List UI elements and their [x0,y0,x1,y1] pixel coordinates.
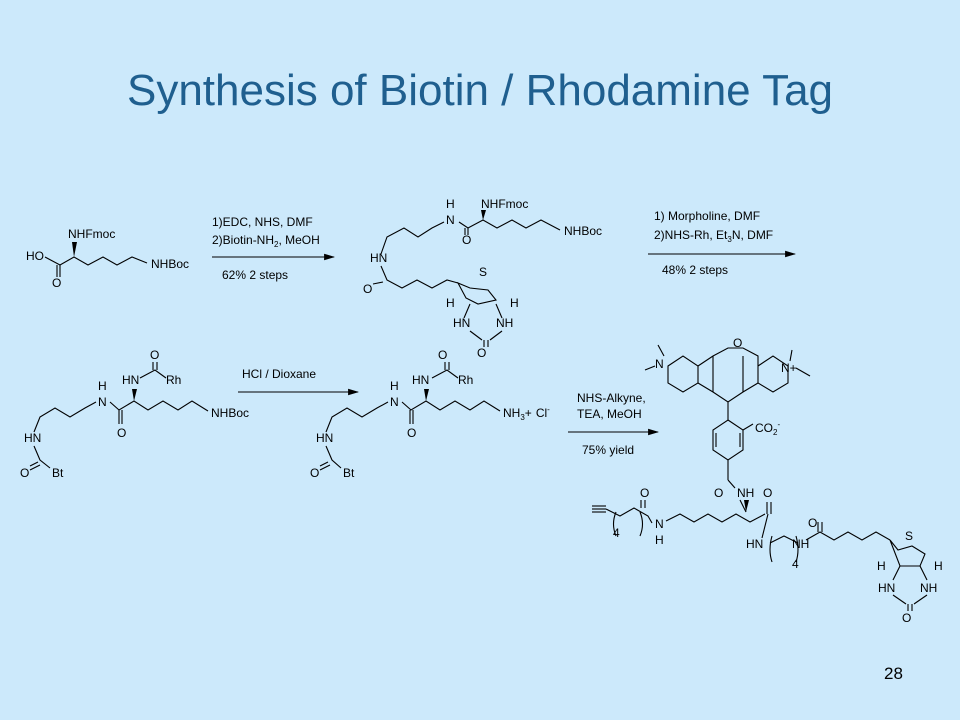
label-n-4: N [655,357,664,371]
label-subscript-4: 4 [613,526,620,540]
label-hn-4: HN [24,431,41,445]
label-o-10: O [310,466,319,480]
compound-final-tag: N O N+ CO2- O NH O N H O HN NH 4 4 [592,336,943,625]
label-n: N [446,213,455,227]
step2-condition-2: 2)NHS-Rh, Et3N, DMF [654,228,773,244]
label-o-3: O [363,282,372,296]
label-subscript-4-2: 4 [792,557,799,571]
label-n-5: N [655,517,664,531]
slide-title: Synthesis of Biotin / Rhodamine Tag [126,66,834,115]
label-n-3: N [390,395,399,409]
label-h-8: H [934,559,943,573]
step4-condition-1: NHS-Alkyne, [577,391,646,405]
compound-biotin-lysine: H N NHFmoc O NHBoc HN O S H H HN NH O [363,197,602,360]
step3-condition: HCl / Dioxane [242,367,316,381]
step2-yield: 48% 2 steps [662,263,728,277]
step4-condition-2: TEA, MeOH [577,407,642,421]
label-o-8: O [438,348,447,362]
label-s-2: S [905,529,913,543]
label-nhboc-3: NHBoc [211,406,249,420]
label-nhfmoc-2: NHFmoc [481,197,528,211]
label-s: S [479,265,487,279]
label-bt-2: Bt [343,466,355,480]
compound-ammonium-salt: O HN Rh H N O NH3+Cl- HN O Bt [310,348,550,480]
label-o-6: O [117,426,126,440]
label-o-11: O [733,336,742,350]
label-h-3: H [510,296,519,310]
label-h-5: H [390,379,399,393]
label-hn-5: HN [412,373,429,387]
label-h: H [446,197,455,211]
label-nh-4: NH [920,581,937,595]
label-o-13: O [640,486,649,500]
label-co2: CO2- [755,420,780,437]
reaction-step-4: NHS-Alkyne, TEA, MeOH 75% yield [568,391,660,457]
label-rh-2: Rh [458,373,473,387]
label-ho: HO [26,249,44,263]
step1-condition-1: 1)EDC, NHS, DMF [212,215,313,229]
label-nhboc-2: NHBoc [564,224,602,238]
label-nh3-cl: NH3+Cl- [503,405,550,422]
label-nh-2: NH [737,486,754,500]
label-hn-7: HN [746,537,763,551]
reaction-step-1: 1)EDC, NHS, DMF 2)Biotin-NH2, MeOH 62% 2… [212,215,336,282]
label-nh-3: NH [792,537,809,551]
label-nhboc: NHBoc [151,257,189,271]
step1-condition-2: 2)Biotin-NH2, MeOH [212,233,320,249]
label-hn: HN [370,251,387,265]
label-bt: Bt [52,466,64,480]
label-o-7: O [20,466,29,480]
reaction-step-3: HCl / Dioxane [238,367,360,396]
compound-rh-bt-boc: O HN Rh H N O NHBoc HN O Bt [20,348,249,480]
compound-fmoc-lys-boc: HO O NHFmoc NHBoc [26,227,189,290]
label-n-2: N [98,395,107,409]
step4-yield: 75% yield [582,443,634,457]
label-nhfmoc: NHFmoc [68,227,115,241]
label-hn-6: HN [316,431,333,445]
step1-yield: 62% 2 steps [222,268,288,282]
label-h-4: H [98,379,107,393]
label-nh: NH [496,316,513,330]
label-rh: Rh [166,373,181,387]
label-o-16: O [902,611,911,625]
label-hn-8: HN [878,581,895,595]
label-o-4: O [477,346,486,360]
label-hn-2: HN [453,316,470,330]
reaction-step-2: 1) Morpholine, DMF 2)NHS-Rh, Et3N, DMF 4… [648,209,797,277]
label-h-2: H [446,296,455,310]
label-o-14: O [763,486,772,500]
label-h-7: H [877,559,886,573]
label-hn-3: HN [122,373,139,387]
label-h-6: H [655,533,664,547]
step2-condition-1: 1) Morpholine, DMF [654,209,760,223]
label-o-5: O [150,348,159,362]
label-o-12: O [714,486,723,500]
label-o-2: O [462,233,471,247]
page-number: 28 [884,664,903,683]
label-o-9: O [407,426,416,440]
label-o-15: O [808,516,817,530]
label-o: O [52,276,61,290]
